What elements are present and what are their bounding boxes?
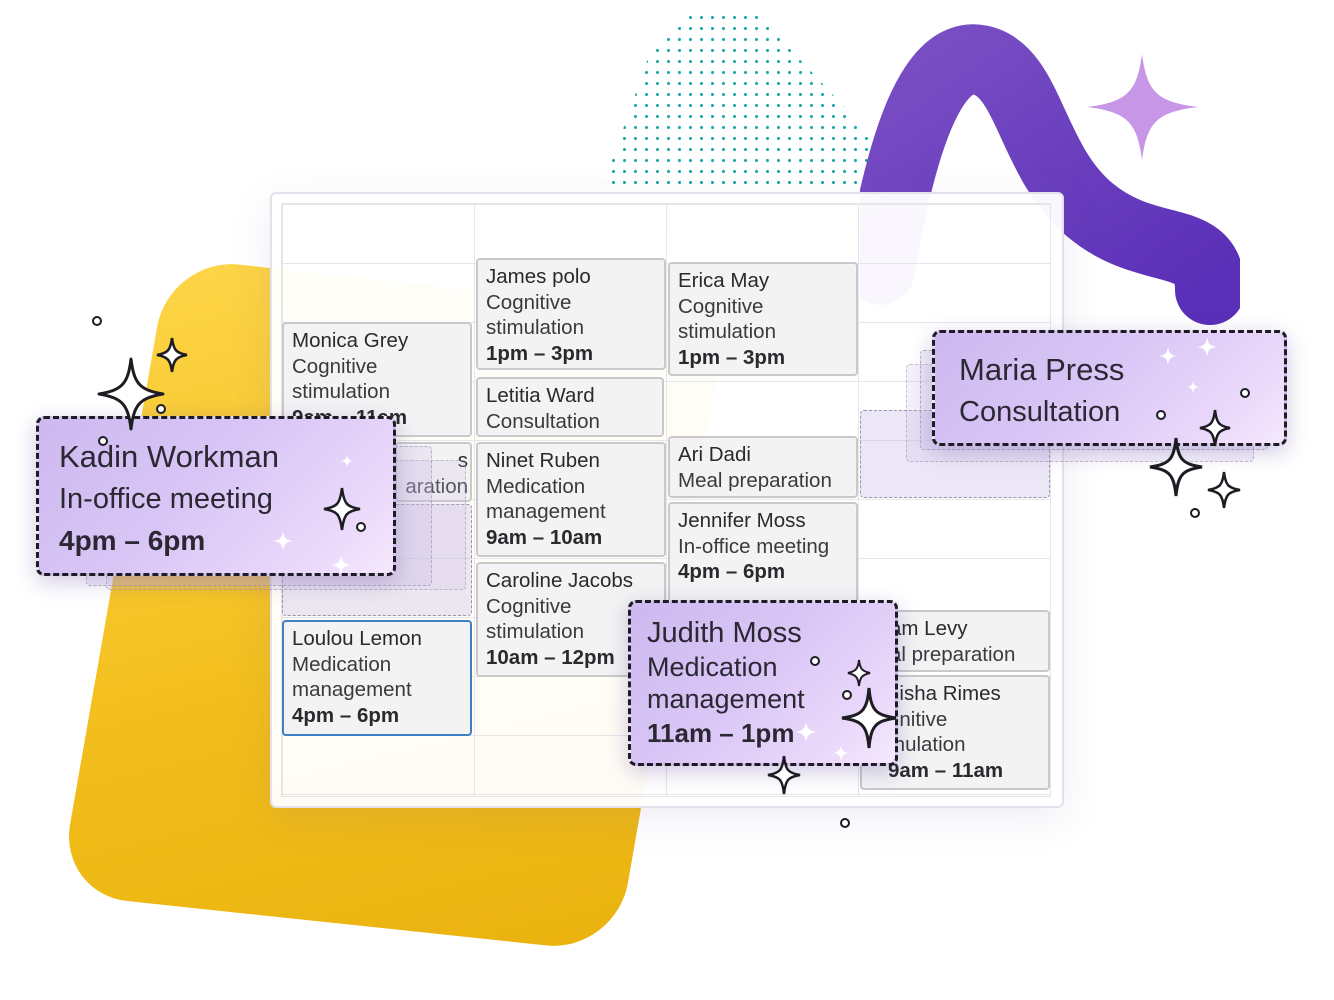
- appointment-name: James polo: [486, 265, 591, 288]
- sparkle-icon: [841, 687, 897, 749]
- popup-service: Medication management: [647, 652, 805, 714]
- appointment-card-selected[interactable]: Loulou Lemon Medication management 4pm –…: [282, 620, 472, 736]
- appointment-name: Letitia Ward: [486, 384, 595, 407]
- appointment-service: Meal preparation: [678, 468, 832, 492]
- sparkle-icon: [273, 531, 293, 551]
- popup-service: In-office meeting: [59, 483, 273, 515]
- purple-swoosh-shape: [860, 24, 1240, 325]
- appointment-name: am Levy: [890, 617, 968, 640]
- appointment-name: Jennifer Moss: [678, 509, 806, 532]
- sparkle-icon: [795, 721, 817, 743]
- sparkle-icon: [331, 555, 351, 575]
- appointment-service: Cognitive stimulation: [292, 354, 390, 404]
- appointment-name: Ninet Ruben: [486, 449, 600, 472]
- popup-time: 11am – 1pm: [647, 718, 795, 748]
- appointment-card[interactable]: James polo Cognitive stimulation 1pm – 3…: [476, 258, 666, 370]
- popup-maria-press[interactable]: Maria Press Consultation: [932, 330, 1287, 446]
- dot-ring-decoration: [842, 690, 852, 700]
- appointment-card[interactable]: Ari Dadi Meal preparation: [668, 436, 858, 498]
- appointment-card[interactable]: Ninet Ruben Medication management 9am – …: [476, 442, 666, 557]
- sparkle-icon: [1199, 409, 1231, 447]
- sparkle-icon: [1149, 437, 1203, 497]
- appointment-time: 4pm – 6pm: [292, 703, 400, 727]
- sparkle-icon: [767, 755, 801, 795]
- appointment-service: Medication management: [292, 652, 412, 702]
- sparkle-icon: [1158, 346, 1178, 366]
- appointment-card[interactable]: Letitia Ward Consultation: [476, 377, 664, 437]
- appointment-service: Consultation: [486, 409, 600, 433]
- appointment-name: Loulou Lemon: [292, 627, 422, 650]
- dot-ring-decoration: [1240, 388, 1250, 398]
- appointment-time: 1pm – 3pm: [486, 341, 594, 365]
- appointment-time: 4pm – 6pm: [678, 560, 786, 583]
- appointment-service: aration: [405, 474, 468, 498]
- sparkle-icon: [97, 357, 165, 431]
- appointment-service: In-office meeting: [678, 534, 830, 558]
- dot-ring-decoration: [92, 316, 102, 326]
- appointment-service: al preparation: [890, 642, 1016, 666]
- sparkle-icon: [847, 659, 871, 687]
- sparkle-icon: [832, 744, 850, 762]
- popup-name: Kadin Workman: [59, 439, 279, 474]
- appointment-card[interactable]: s aration: [395, 442, 472, 502]
- sparkle-icon: [1186, 380, 1200, 394]
- appointment-name: Ari Dadi: [678, 443, 751, 466]
- appointment-service: Cognitive stimulation: [486, 594, 584, 644]
- appointment-service: gnitive mulation: [888, 707, 966, 757]
- appointment-card[interactable]: hisha Rimes gnitive mulation 9am – 11am: [860, 675, 1050, 790]
- popup-service: Consultation: [959, 396, 1121, 428]
- sparkle-icon: [340, 454, 354, 468]
- sparkle-icon: [1197, 337, 1217, 357]
- appointment-service: Cognitive stimulation: [678, 294, 776, 344]
- popup-judith-moss[interactable]: Judith Moss Medication management 11am –…: [628, 600, 898, 766]
- sparkle-icon: [156, 337, 188, 373]
- popup-name: Maria Press: [959, 352, 1125, 387]
- appointment-service: Medication management: [486, 474, 606, 524]
- lilac-sparkle-icon: [1087, 54, 1198, 160]
- appointment-service: Cognitive stimulation: [486, 290, 584, 340]
- popup-time: 4pm – 6pm: [59, 525, 206, 556]
- appointment-time: 1pm – 3pm: [678, 345, 786, 369]
- appointment-card[interactable]: Jennifer Moss In-office meeting 4pm – 6p…: [668, 502, 858, 612]
- appointment-name: Erica May: [678, 269, 770, 292]
- appointment-card[interactable]: Erica May Cognitive stimulation 1pm – 3p…: [668, 262, 858, 376]
- dot-ring-decoration: [810, 656, 820, 666]
- dot-ring-decoration: [156, 404, 166, 414]
- appointment-time: 10am – 12pm: [486, 645, 615, 669]
- dot-ring-decoration: [356, 522, 366, 532]
- sparkle-icon: [323, 487, 361, 531]
- appointment-name: Caroline Jacobs: [486, 569, 633, 592]
- dot-ring-decoration: [1156, 410, 1166, 420]
- dot-ring-decoration: [1190, 508, 1200, 518]
- dot-ring-decoration: [98, 436, 108, 446]
- dot-ring-decoration: [840, 818, 850, 828]
- popup-kadin-workman[interactable]: Kadin Workman In-office meeting 4pm – 6p…: [36, 416, 396, 576]
- appointment-time: 9am – 11am: [888, 758, 1004, 782]
- sparkle-icon: [1207, 471, 1241, 509]
- popup-name: Judith Moss: [647, 617, 802, 649]
- appointment-name: hisha Rimes: [888, 682, 1001, 705]
- appointment-name: Monica Grey: [292, 329, 409, 352]
- appointment-time: 9am – 10am: [486, 525, 603, 549]
